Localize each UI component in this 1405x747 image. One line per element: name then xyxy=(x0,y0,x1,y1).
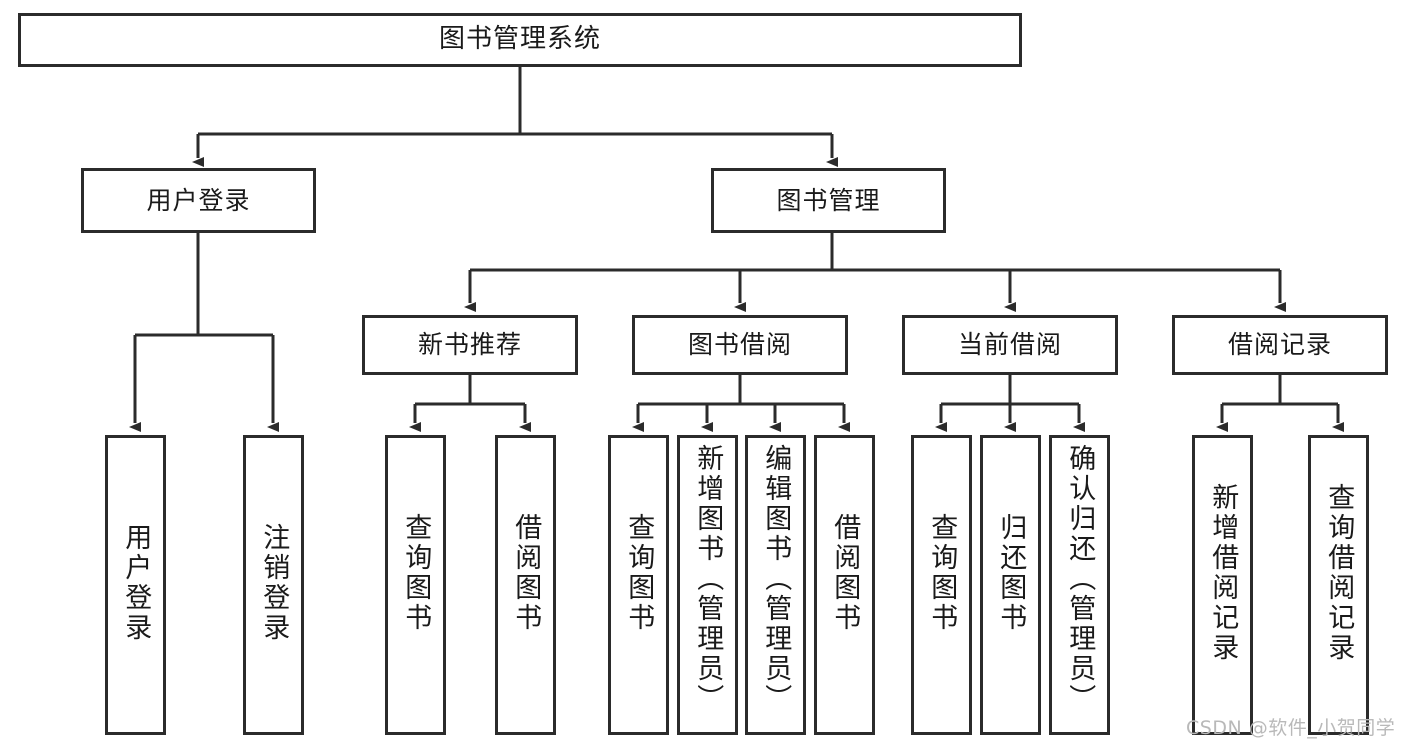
node-label: 借阅图书 xyxy=(510,513,542,633)
leaf-borrow-book-recommend[interactable]: 借阅图书 xyxy=(495,435,556,735)
node-label: 用户登录 xyxy=(146,185,251,215)
node-label: 查询图书 xyxy=(926,513,958,633)
leaf-query-borrow-record[interactable]: 查询借阅记录 xyxy=(1308,435,1369,735)
node-label: 归还图书 xyxy=(995,513,1027,633)
leaf-query-book-recommend[interactable]: 查询图书 xyxy=(385,435,446,735)
node-label: 借阅图书 xyxy=(829,513,861,633)
node-book-borrow[interactable]: 图书借阅 xyxy=(632,315,848,375)
node-label: 查询借阅记录 xyxy=(1323,483,1355,663)
node-label: 查询图书 xyxy=(623,513,655,633)
node-label: 当前借阅 xyxy=(957,330,1062,359)
node-current-borrow[interactable]: 当前借阅 xyxy=(902,315,1118,375)
leaf-borrow-book[interactable]: 借阅图书 xyxy=(814,435,875,735)
node-label: 图书借阅 xyxy=(687,330,792,359)
leaf-user-login[interactable]: 用户登录 xyxy=(105,435,166,735)
node-new-book-recommend[interactable]: 新书推荐 xyxy=(362,315,578,375)
node-label: 图书管理系统 xyxy=(438,24,601,55)
leaf-return-book[interactable]: 归还图书 xyxy=(980,435,1041,735)
leaf-query-book-borrow[interactable]: 查询图书 xyxy=(608,435,669,735)
node-label: 新增图书（管理员） xyxy=(692,444,724,714)
node-label: 图书管理 xyxy=(776,185,881,215)
node-label: 新增借阅记录 xyxy=(1207,483,1239,663)
node-label: 新书推荐 xyxy=(417,330,522,359)
node-label: 用户登录 xyxy=(120,523,152,643)
leaf-edit-book-admin[interactable]: 编辑图书（管理员） xyxy=(745,435,806,735)
watermark: CSDN @软件_小贺同学 xyxy=(1186,717,1396,739)
node-book-management[interactable]: 图书管理 xyxy=(711,168,946,233)
node-label: 借阅记录 xyxy=(1227,330,1332,359)
leaf-query-book-current[interactable]: 查询图书 xyxy=(911,435,972,735)
node-label: 确认归还（管理员） xyxy=(1064,444,1096,714)
node-borrow-records[interactable]: 借阅记录 xyxy=(1172,315,1388,375)
node-label: 编辑图书（管理员） xyxy=(760,444,792,714)
leaf-confirm-return-admin[interactable]: 确认归还（管理员） xyxy=(1049,435,1110,735)
node-label: 注销登录 xyxy=(258,523,290,643)
node-label: 查询图书 xyxy=(400,513,432,633)
leaf-add-book-admin[interactable]: 新增图书（管理员） xyxy=(677,435,738,735)
node-user-login[interactable]: 用户登录 xyxy=(81,168,316,233)
node-root-system[interactable]: 图书管理系统 xyxy=(18,13,1022,67)
leaf-add-borrow-record[interactable]: 新增借阅记录 xyxy=(1192,435,1253,735)
leaf-logout[interactable]: 注销登录 xyxy=(243,435,304,735)
